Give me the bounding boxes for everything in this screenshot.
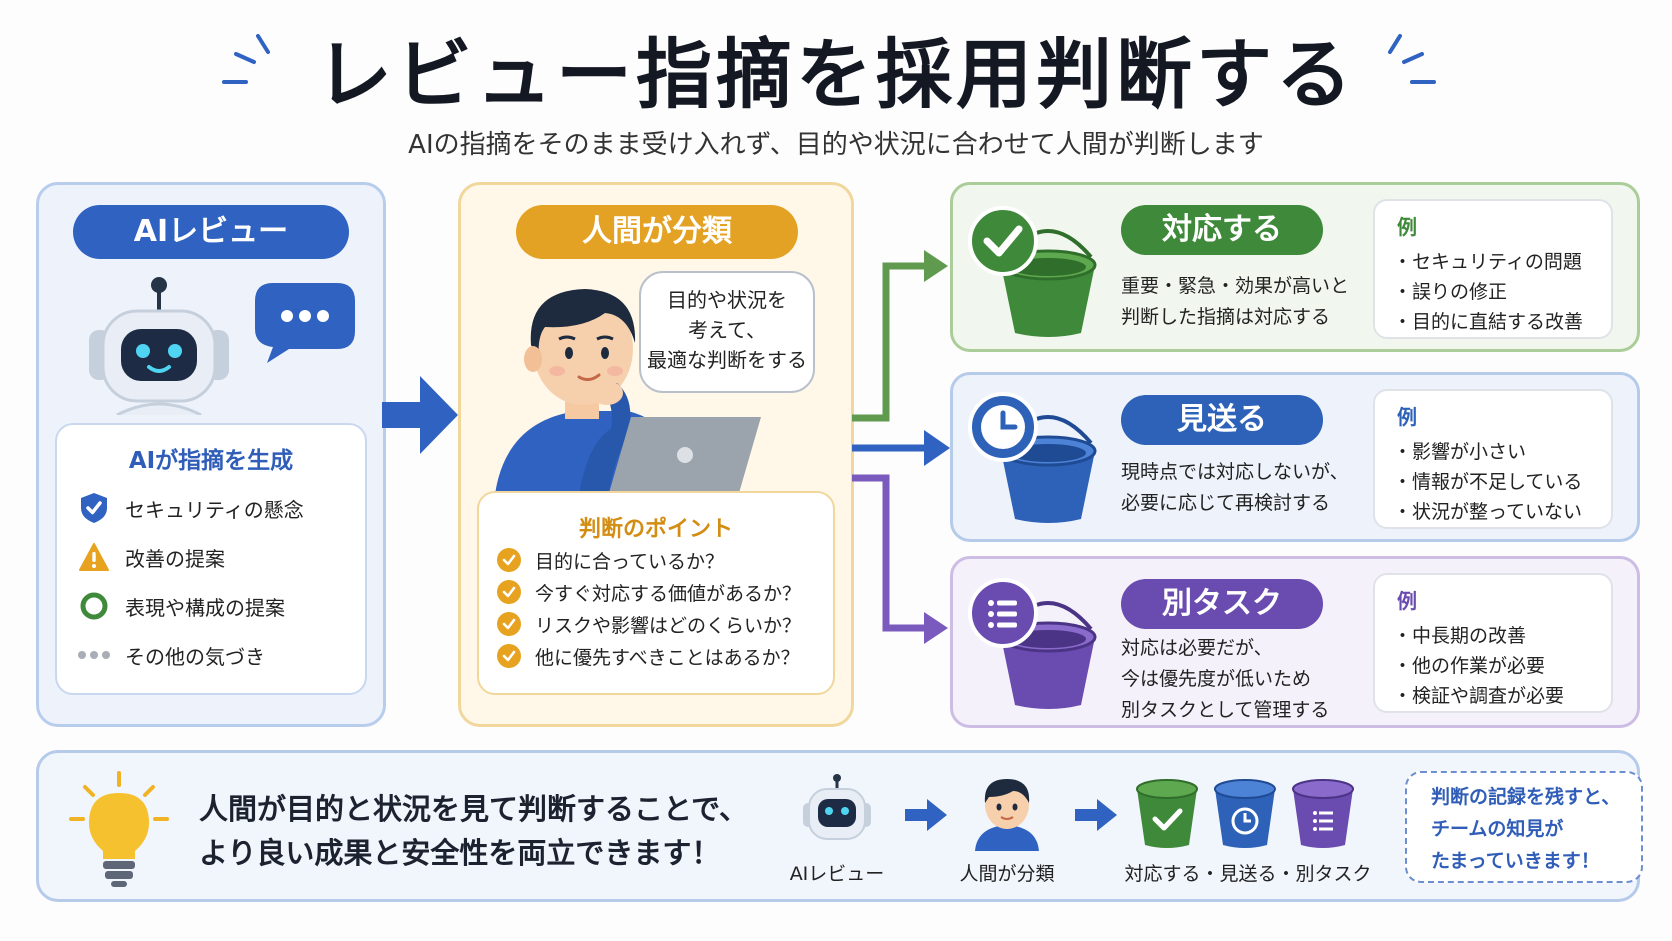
outcome-separate-task-description: 対応は必要だが、 今は優先度が低いため 別タスクとして管理する: [1121, 633, 1329, 726]
example-item: ・影響が小さい: [1393, 441, 1527, 463]
point-label: 目的に合っているか？: [535, 550, 725, 573]
summary-footer: 人間が目的と状況を見て判断することで、 より良い成果と安全性を両立できます！ A…: [36, 750, 1643, 902]
page-title: レビュー指摘を採用判断する: [316, 30, 1356, 119]
example-item: ・状況が整っていない: [1393, 501, 1583, 523]
outcome-separate-task-examples: 例 ・中長期の改善 ・他の作業が必要 ・検証や調査が必要: [1373, 573, 1613, 713]
example-item: ・誤りの修正: [1393, 281, 1508, 303]
list-item: 他に優先すべきことはあるか？: [497, 643, 800, 669]
knowledge-note: 判断の記録を残すと、 チームの知見が たまっていきます！: [1405, 771, 1643, 883]
bubble-line: 考えて、: [688, 318, 766, 342]
outcome-accept-box: 対応する 重要・緊急・効果が高いと 判断した指摘は対応する 例 ・セキュリティの…: [950, 182, 1640, 352]
judgement-points-box: 判断のポイント 目的に合っているか？ 今すぐ対応する価値があるか？ リスクや影響…: [477, 491, 835, 695]
list-item-label: その他の気づき: [125, 644, 265, 669]
warning-triangle-icon: [77, 542, 111, 572]
examples-title: 例: [1397, 405, 1417, 429]
list-item-label: セキュリティの懸念: [125, 497, 304, 522]
outcome-defer-examples: 例 ・影響が小さい ・情報が不足している ・状況が整っていない: [1373, 389, 1613, 529]
list-item: リスクや影響はどのくらいか？: [497, 611, 801, 637]
point-label: 今すぐ対応する価値があるか？: [535, 582, 802, 605]
list-item: その他の気づき: [77, 640, 265, 670]
blue-bucket-icon: [968, 392, 1097, 523]
bubble-line: 目的や状況を: [667, 288, 787, 312]
flow-label-human: 人間が分類: [959, 863, 1055, 885]
list-item: 表現や構成の提案: [77, 591, 285, 621]
list-item: 改善の提案: [77, 542, 225, 572]
robot-icon: [89, 277, 229, 415]
description-line: 今は優先度が低いため: [1121, 668, 1312, 690]
page-subtitle: AIの指摘をそのまま受け入れず、目的や状況に合わせて人間が判断します: [408, 130, 1264, 160]
example-item: ・検証や調査が必要: [1393, 685, 1565, 707]
shield-check-icon: [77, 493, 111, 523]
check-circle-icon: [497, 612, 521, 636]
note-line: チームの知見が: [1431, 818, 1564, 840]
flow-label-ai-review: AIレビュー: [789, 863, 885, 885]
summary-message: 人間が目的と状況を見て判断することで、 より良い成果と安全性を両立できます！: [199, 787, 748, 875]
examples-title: 例: [1397, 215, 1417, 239]
human-classify-pill: 人間が分類: [516, 205, 798, 259]
laptop-icon: [601, 417, 761, 501]
outcome-separate-task-pill: 別タスク: [1121, 579, 1323, 629]
note-line: たまっていきます！: [1431, 850, 1600, 872]
bubble-line: 最適な判断をする: [647, 348, 807, 372]
point-label: リスクや影響はどのくらいか？: [535, 614, 802, 637]
outcome-separate-task-box: 別タスク 対応は必要だが、 今は優先度が低いため 別タスクとして管理する 例 ・…: [950, 556, 1640, 728]
description-line: 重要・緊急・効果が高いと: [1121, 275, 1350, 297]
example-item: ・情報が不足している: [1393, 471, 1583, 493]
outcome-accept-description: 重要・緊急・効果が高いと 判断した指摘は対応する: [1121, 271, 1349, 333]
arrow-right-icon: [1075, 799, 1117, 831]
check-circle-icon: [497, 548, 521, 572]
list-item: 目的に合っているか？: [497, 547, 724, 573]
mini-person-icon: [975, 779, 1039, 851]
description-line: 必要に応じて再検討する: [1121, 492, 1331, 514]
outcome-defer-box: 見送る 現時点では対応しないが、 必要に応じて再検討する 例 ・影響が小さい ・…: [950, 372, 1640, 542]
description-line: 現時点では対応しないが、: [1121, 461, 1349, 483]
arrow-right-icon: [382, 376, 458, 454]
example-item: ・他の作業が必要: [1393, 655, 1546, 677]
right-burst-decoration: [1388, 34, 1436, 84]
green-bucket-icon: [968, 206, 1097, 337]
flow-label-outcomes: 対応する・見送る・別タスク: [1124, 863, 1372, 885]
description-line: 対応は必要だが、: [1121, 637, 1273, 659]
example-item: ・目的に直結する改善: [1393, 311, 1584, 333]
ai-review-pill: AIレビュー: [73, 205, 349, 259]
example-item: ・セキュリティの問題: [1393, 251, 1582, 273]
branch-arrows: [852, 250, 950, 644]
left-burst-decoration: [222, 34, 270, 84]
ring-icon: [77, 591, 111, 621]
lightbulb-icon: [69, 771, 169, 887]
thought-bubble: 目的や状況を 考えて、 最適な判断をする: [639, 271, 815, 393]
purple-bucket-icon: [968, 578, 1097, 709]
check-circle-icon: [497, 580, 521, 604]
outcome-defer-pill: 見送る: [1121, 395, 1323, 445]
dots-icon: [77, 640, 111, 670]
arrow-right-icon: [905, 799, 947, 831]
judgement-points-title: 判断のポイント: [578, 517, 733, 542]
note-line: 判断の記録を残すと、: [1431, 786, 1621, 808]
examples-title: 例: [1397, 589, 1417, 613]
list-item: 今すぐ対応する価値があるか？: [497, 579, 801, 605]
list-item-label: 表現や構成の提案: [125, 595, 285, 620]
point-label: 他に優先すべきことはあるか？: [535, 646, 800, 669]
list-item-label: 改善の提案: [125, 546, 225, 571]
summary-line: より良い成果と安全性を両立できます！: [199, 836, 721, 870]
example-item: ・中長期の改善: [1393, 625, 1527, 647]
outcome-accept-pill: 対応する: [1121, 205, 1323, 255]
mini-buckets-icon: [1136, 779, 1354, 848]
description-line: 判断した指摘は対応する: [1121, 306, 1331, 328]
ai-findings-title: AIが指摘を生成: [128, 448, 294, 474]
outcome-defer-description: 現時点では対応しないが、 必要に応じて再検討する: [1121, 457, 1349, 519]
mini-robot-icon: [803, 774, 871, 840]
human-classify-panel: 人間が分類 目的や状況を 考えて、 最適な判断をする 判断のポイント 目的に合っ…: [458, 182, 854, 727]
ai-findings-box: AIが指摘を生成 セキュリティの懸念 改善の提案 表現や構成の提案 その他の気づ…: [55, 423, 367, 695]
check-circle-icon: [497, 644, 521, 668]
list-item: セキュリティの懸念: [77, 493, 304, 523]
description-line: 別タスクとして管理する: [1121, 699, 1330, 721]
summary-line: 人間が目的と状況を見て判断することで、: [199, 792, 748, 826]
ai-review-panel: AIレビュー AIが指摘を生成 セキュリティの懸念 改善の提案: [36, 182, 386, 727]
speech-bubble-icon: [255, 283, 355, 363]
outcome-accept-examples: 例 ・セキュリティの問題 ・誤りの修正 ・目的に直結する改善: [1373, 199, 1613, 339]
